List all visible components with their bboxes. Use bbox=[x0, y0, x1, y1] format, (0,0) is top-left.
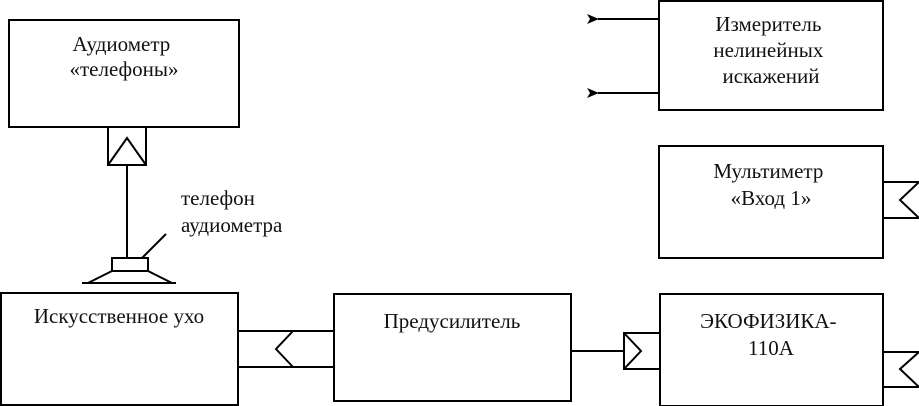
svg-text:ЭКОФИЗИКА- 110А: ЭКОФИЗИКА- 110А bbox=[700, 309, 842, 360]
svg-text:Мультиметр «Вход 1»: Мультиметр «Вход 1» bbox=[713, 159, 828, 210]
preamp-ecophysics-connector bbox=[571, 332, 661, 370]
preamplifier-label: Предусилитель bbox=[384, 309, 521, 333]
multimeter-side-connector bbox=[883, 181, 919, 219]
ecophysics-side-connector bbox=[883, 351, 919, 388]
telephone-annotation-line-1: телефон bbox=[181, 186, 255, 210]
svg-text:Аудиометр «телефоны»: Аудиометр «телефоны» bbox=[69, 32, 178, 81]
ecophysics-label-line-2: 110А bbox=[748, 336, 795, 360]
audiometer-label-line-2: «телефоны» bbox=[69, 57, 178, 81]
svg-text:Искусственное ухо: Искусственное ухо bbox=[34, 304, 204, 328]
audiometer-label-line-1: Аудиометр bbox=[72, 32, 170, 56]
telephone-annotation-line-2: аудиометра bbox=[181, 213, 283, 237]
multimeter-label-line-1: Мультиметр bbox=[713, 159, 823, 183]
distortion-meter-block: Измеритель нелинейных искажений bbox=[658, 0, 884, 111]
artificial-ear-block: Искусственное ухо bbox=[0, 292, 239, 406]
ecophysics-label-line-1: ЭКОФИЗИКА- bbox=[700, 309, 836, 333]
multimeter-label-line-2: «Вход 1» bbox=[731, 186, 812, 210]
distortion-meter-label-line-2: нелинейных bbox=[713, 38, 823, 62]
distortion-meter-label-line-3: искажений bbox=[722, 64, 819, 88]
preamplifier-block: Предусилитель bbox=[333, 293, 572, 402]
svg-text:Измеритель нелинейных: Измеритель нелинейных искажений bbox=[713, 12, 828, 88]
telephone-annotation: телефон аудиометра bbox=[181, 186, 283, 237]
multimeter-block: Мультиметр «Вход 1» bbox=[658, 145, 884, 259]
audiometer-block: Аудиометр «телефоны» bbox=[8, 19, 240, 128]
svg-text:Предусилитель: Предусилитель bbox=[384, 309, 521, 333]
telephone-icon bbox=[82, 233, 176, 284]
ear-preamp-connector bbox=[238, 330, 334, 368]
distortion-meter-label-line-1: Измеритель bbox=[715, 12, 821, 36]
audiometer-output-connector bbox=[107, 126, 147, 166]
ecophysics-block: ЭКОФИЗИКА- 110А bbox=[659, 293, 884, 406]
artificial-ear-label: Искусственное ухо bbox=[34, 304, 204, 328]
